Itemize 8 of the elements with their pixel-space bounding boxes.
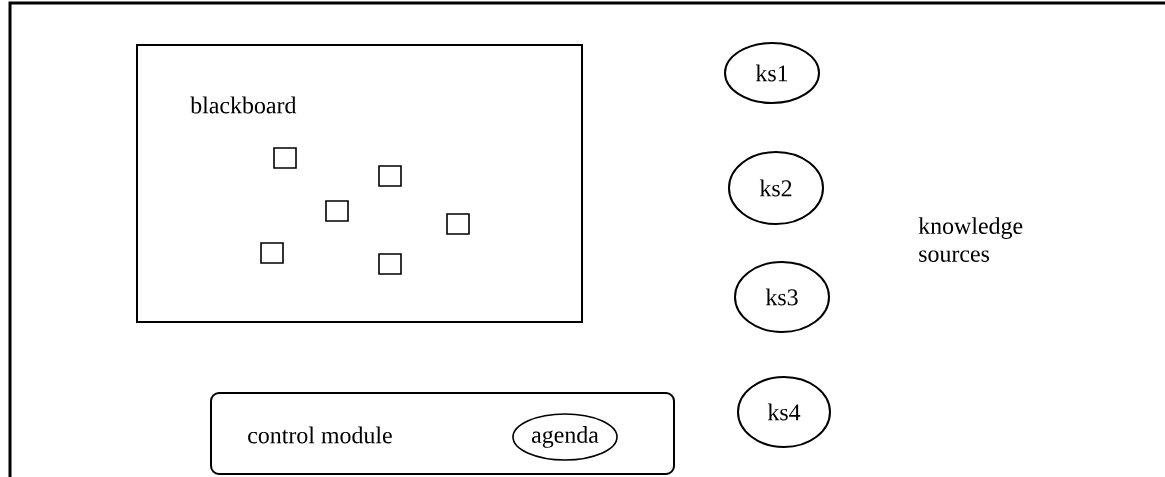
blackboard-box: blackboard [136, 44, 583, 323]
small-box [378, 165, 402, 187]
small-box [273, 147, 297, 169]
small-box [260, 242, 284, 264]
small-box [446, 213, 470, 235]
small-box [378, 253, 402, 275]
small-box [325, 200, 349, 222]
caption-text: knowledge sources [918, 217, 1023, 262]
